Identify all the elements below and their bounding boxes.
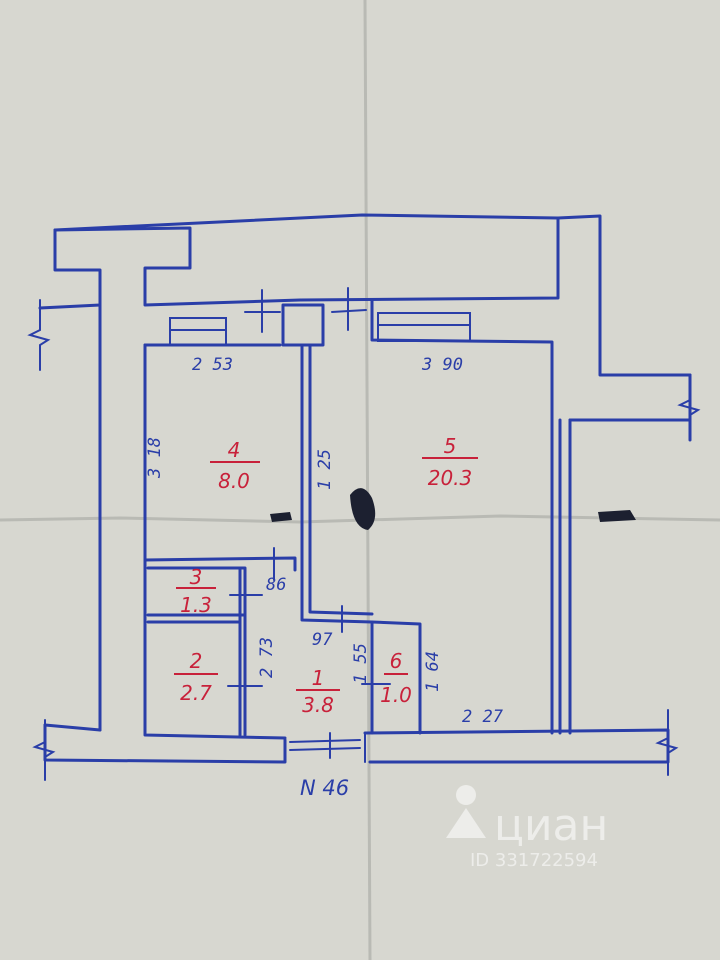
dim-room6-width: 1 55 (351, 643, 371, 684)
room-3-label: 3 1.3 (176, 565, 216, 617)
dim-room5-width: 3 90 (421, 355, 463, 375)
room-area: 20.3 (428, 466, 473, 490)
dim-room4-width: 2 53 (192, 355, 233, 375)
paper-tear (270, 488, 636, 530)
window-room5 (377, 312, 471, 342)
room-number: 5 (444, 434, 457, 458)
dim-room3-width: 86 (266, 575, 286, 595)
room-number: 4 (228, 438, 241, 462)
fold-line-horizontal (0, 514, 720, 524)
fold-line-vertical (363, 0, 372, 960)
watermark-id: ID 331722594 (470, 850, 598, 871)
room-number: 2 (190, 649, 203, 673)
room-1-label: 1 3.8 (296, 666, 340, 717)
room-number: 1 (312, 666, 325, 690)
watermark-brand: циан (494, 800, 608, 851)
room-6-label: 6 1.0 (380, 649, 412, 707)
room-number: 6 (390, 649, 403, 673)
dim-room6-height: 1 64 (423, 651, 443, 692)
vent-shaft (281, 303, 325, 347)
room-4-label: 4 8.0 (210, 438, 260, 493)
cian-logo-icon (446, 785, 486, 838)
dim-room2-height: 2 73 (257, 637, 277, 678)
dim-hall-width: 97 (312, 630, 333, 650)
room-area: 8.0 (218, 469, 250, 493)
cian-watermark: циан ID 331722594 (446, 785, 608, 871)
room-area: 3.8 (302, 693, 334, 717)
room-area: 2.7 (180, 681, 212, 705)
interior-walls (143, 287, 572, 763)
dim-corridor-length: 1 25 (315, 449, 335, 490)
window-room4 (169, 317, 227, 346)
building-walls (27, 213, 701, 781)
room-2-label: 2 2.7 (174, 649, 218, 705)
dim-room4-height: 3 18 (145, 437, 165, 479)
room-number: 3 (190, 565, 203, 589)
room-labels: 1 3.8 2 2.7 3 1.3 4 8.0 5 20.3 6 1.0 (174, 434, 478, 717)
dim-room5-lower: 2 27 (462, 707, 504, 727)
room-5-label: 5 20.3 (422, 434, 478, 490)
room-area: 1.3 (180, 593, 212, 617)
apartment-number: N 46 (300, 776, 349, 800)
room-area: 1.0 (380, 683, 412, 707)
dimension-labels: 2 53 3 90 3 18 1 25 86 2 73 97 1 55 1 64… (145, 355, 504, 727)
